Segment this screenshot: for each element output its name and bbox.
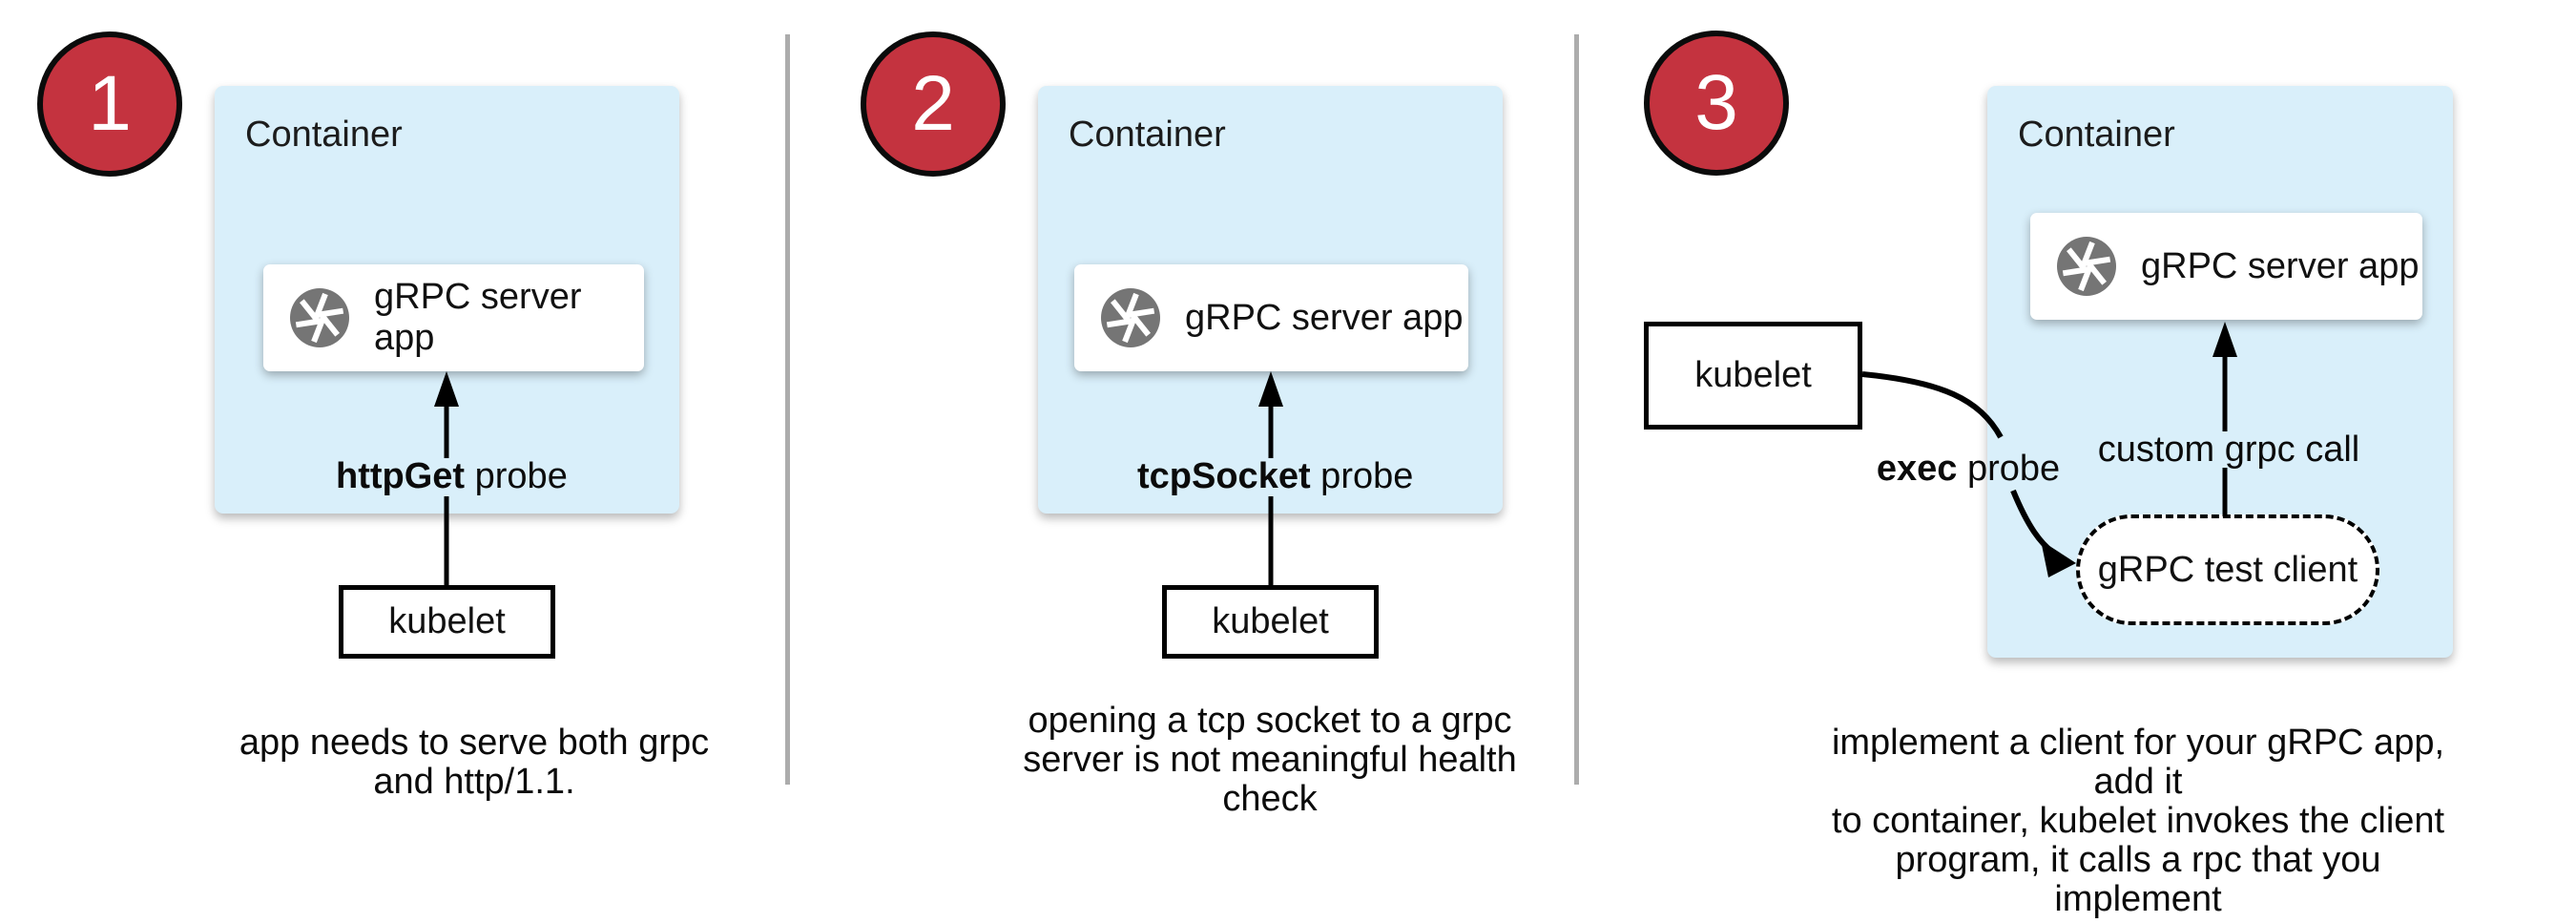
grpc-server-app-box-2: gRPC server app (1074, 264, 1468, 371)
caption-line: check (1222, 779, 1318, 819)
container-label: Container (2018, 115, 2175, 155)
caption-line: and http/1.1. (373, 762, 575, 802)
step-number: 2 (911, 60, 955, 147)
kubelet-label: kubelet (388, 601, 506, 641)
probe-label-bold: exec (1876, 449, 1958, 489)
kubelet-label: kubelet (1694, 355, 1812, 395)
caption-line: program, it calls a rpc that you impleme… (1895, 840, 2381, 919)
caption-line: implement a client for your gRPC app, ad… (1831, 723, 2445, 802)
step-badge-2: 2 (861, 31, 1006, 177)
container-label: Container (1069, 115, 1226, 155)
step-badge-3: 3 (1644, 31, 1789, 176)
aperture-icon (288, 286, 351, 349)
caption-line: app needs to serve both grpc (239, 723, 710, 763)
test-client-label: gRPC test client (2097, 549, 2358, 590)
probe-label-rest: probe (465, 456, 568, 496)
probe-label-2: tcpSocket probe (1137, 456, 1413, 497)
probe-label-1: httpGet probe (336, 456, 568, 497)
kubelet-label: kubelet (1212, 601, 1329, 641)
caption-line: server is not meaningful health (1023, 740, 1517, 780)
panel-divider-2 (1574, 34, 1579, 785)
probe-label-rest: probe (1957, 449, 2061, 489)
caption-line: to container, kubelet invokes the client (1831, 801, 2445, 841)
kubelet-box-3: kubelet (1644, 322, 1862, 430)
grpc-server-app-box-3: gRPC server app (2030, 213, 2422, 320)
probe-label-bold: httpGet (336, 456, 466, 496)
step-number: 3 (1694, 59, 1738, 146)
step-badge-1: 1 (37, 31, 182, 177)
caption-2: opening a tcp socket to a grpc server is… (1022, 702, 1518, 819)
aperture-icon (1099, 286, 1162, 349)
panel-divider-1 (785, 34, 790, 785)
app-box-label: gRPC server app (374, 277, 582, 358)
aperture-icon (2055, 235, 2118, 298)
probe-label-rest: probe (1310, 456, 1414, 496)
app-box-label: gRPC server app (1185, 297, 1464, 338)
caption-1: app needs to serve both grpc and http/1.… (226, 724, 722, 802)
grpc-test-client-box: gRPC test client (2076, 514, 2379, 625)
app-box-label: gRPC server app (2141, 245, 2420, 286)
grpc-server-app-box-1: gRPC server app (263, 264, 644, 371)
custom-grpc-call-label: custom grpc call (2097, 430, 2360, 470)
kubelet-box-2: kubelet (1162, 585, 1379, 659)
probe-label-bold: tcpSocket (1137, 456, 1311, 496)
probe-label-3: exec probe (1854, 449, 2083, 490)
exec-curve-upper (1861, 371, 2004, 439)
step-number: 1 (88, 60, 132, 147)
container-label: Container (245, 115, 403, 155)
caption-line: opening a tcp socket to a grpc (1028, 701, 1512, 741)
caption-3: implement a client for your gRPC app, ad… (1823, 724, 2453, 919)
kubelet-box-1: kubelet (339, 585, 555, 659)
